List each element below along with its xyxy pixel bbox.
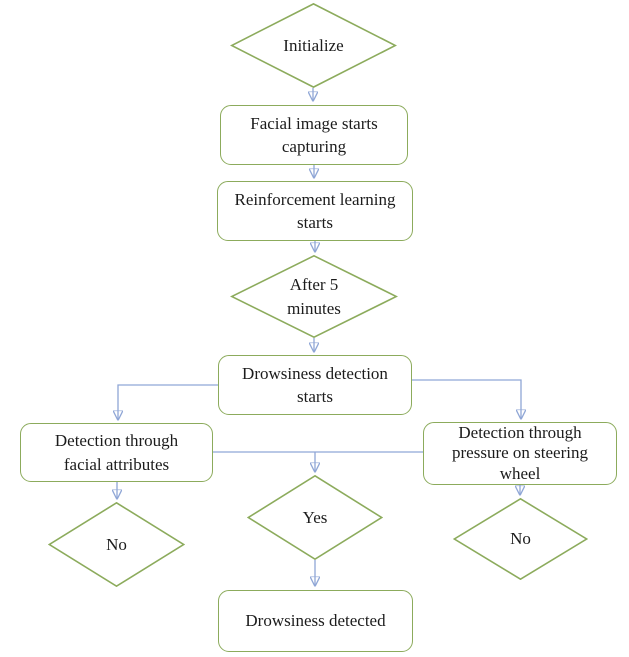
node-label: Drowsiness detection starts [242, 363, 388, 406]
diamond-shape [230, 255, 398, 338]
node-drowsiness-detection-starts: Drowsiness detection starts [218, 355, 412, 415]
node-after-5-minutes: After 5 minutes [230, 255, 398, 338]
node-label: Detection through facial attributes [54, 431, 179, 474]
node-label: After 5 minutes [287, 275, 341, 318]
node-facial-image-capture: Facial image starts capturing [220, 105, 408, 165]
node-label: Detection through pressure on steering w… [452, 423, 588, 483]
edge-detection-starts-to-steering-pressure [412, 379, 521, 418]
node-yes: Yes [247, 475, 383, 560]
node-label: No [510, 529, 531, 549]
node-label: Yes [302, 507, 328, 527]
node-label: No [106, 534, 127, 554]
diamond-shape [48, 502, 185, 587]
node-label: Drowsiness detected [245, 611, 386, 631]
node-label: Reinforcement learning starts [234, 189, 396, 232]
node-initialize: Initialize [230, 3, 397, 88]
node-no-left: No [48, 502, 185, 587]
node-drowsiness-detected: Drowsiness detected [218, 590, 413, 652]
diamond-shape [453, 498, 588, 580]
diamond-shape [247, 475, 383, 560]
diamond-shape [230, 3, 397, 88]
node-detection-steering-pressure: Detection through pressure on steering w… [423, 422, 617, 485]
node-reinforcement-learning: Reinforcement learning starts [217, 181, 413, 241]
node-detection-facial-attributes: Detection through facial attributes [20, 423, 213, 482]
node-label: Facial image starts capturing [250, 113, 378, 156]
node-label: Initialize [283, 35, 344, 55]
edge-detection-starts-to-facial-attributes [118, 384, 218, 419]
node-no-right: No [453, 498, 588, 580]
